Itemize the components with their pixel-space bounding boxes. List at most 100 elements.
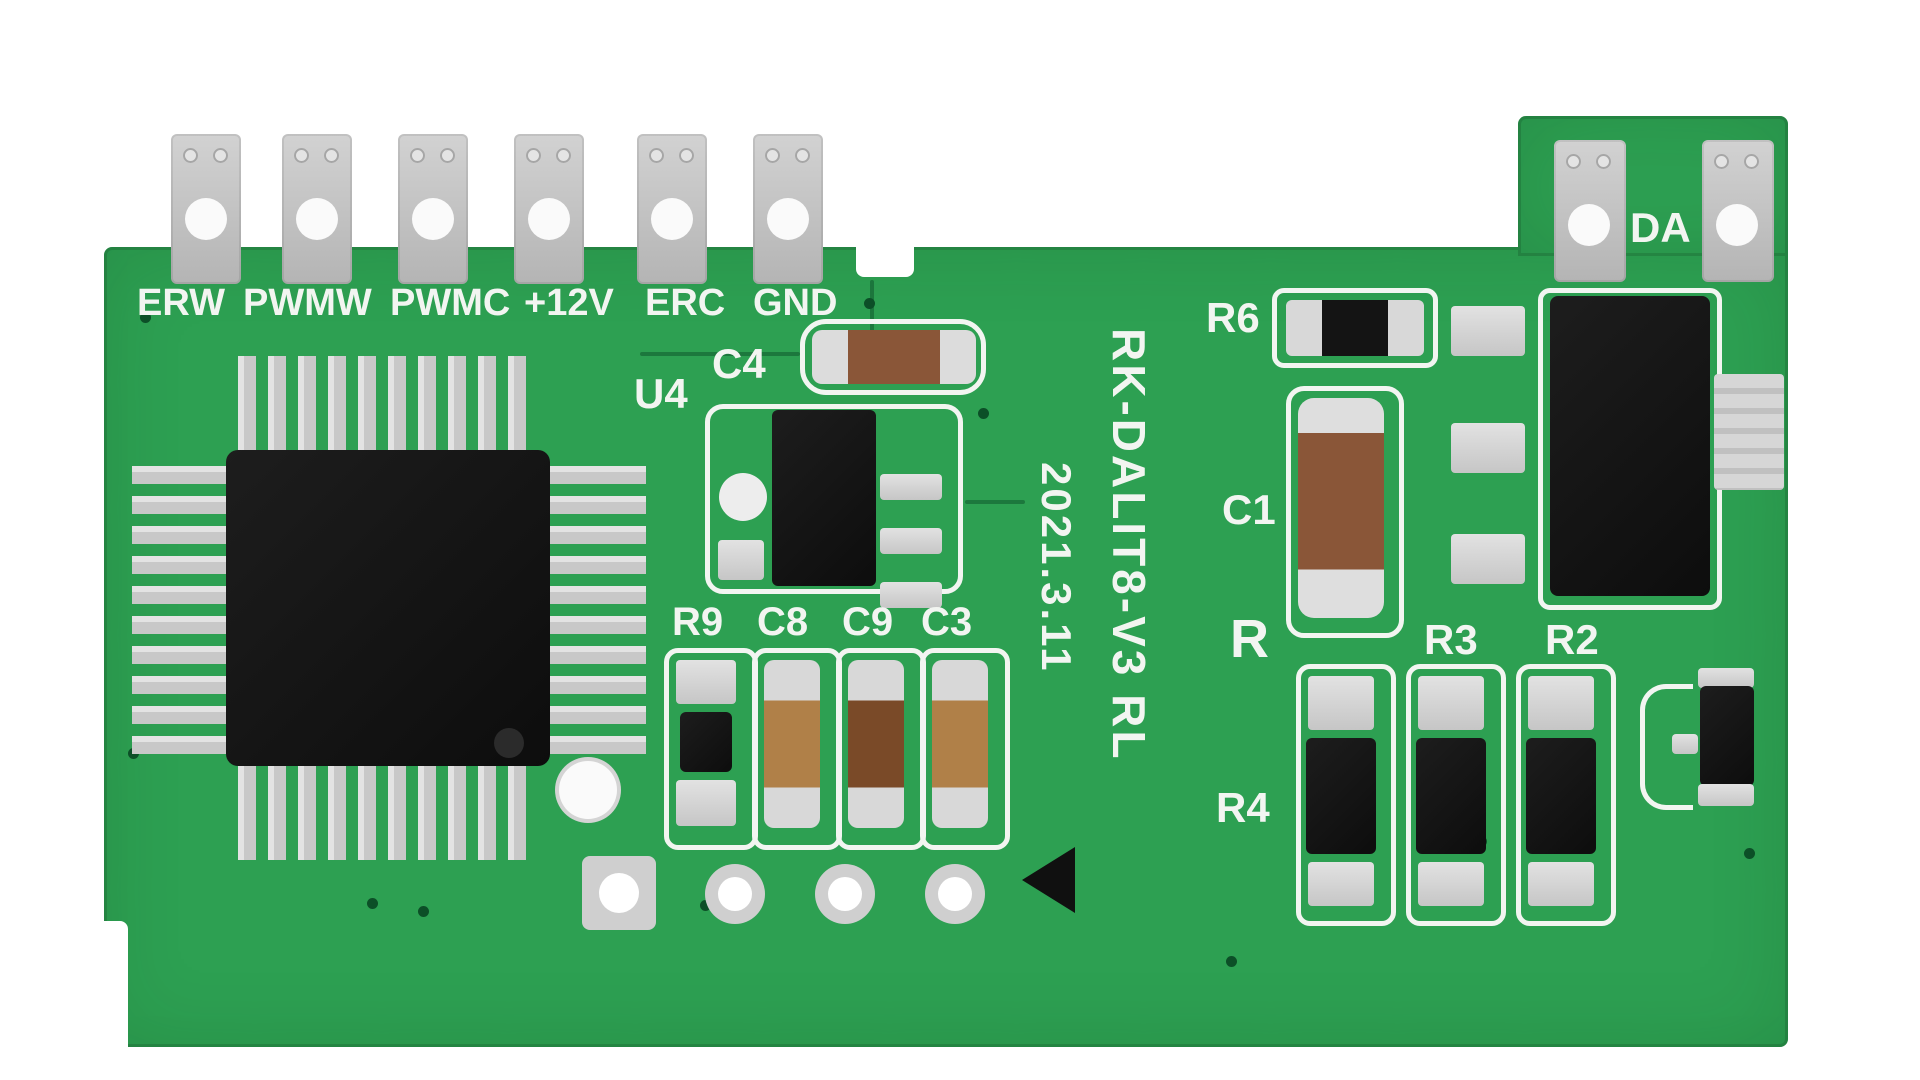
plated-hole — [925, 864, 985, 924]
terminal-wire-hole — [296, 198, 338, 240]
terminal-screw-hole — [526, 148, 541, 163]
plated-hole-center — [938, 877, 972, 911]
terminal-tab-erc — [637, 134, 707, 284]
r9-pad-top — [676, 660, 736, 704]
square-pad-hole — [599, 873, 639, 913]
r9-pad-bottom — [676, 780, 736, 826]
resistor-pack-2-pad-bottom — [1418, 862, 1484, 906]
ic-pad-left-1 — [1451, 306, 1525, 356]
terminal-screw-hole — [1566, 154, 1581, 169]
silk-label-c3: C3 — [921, 600, 973, 644]
resistor-pack-2-body — [1416, 738, 1486, 854]
silk-label-r6: R6 — [1206, 294, 1260, 341]
copper-trace — [640, 352, 800, 356]
terminal-screw-hole — [679, 148, 694, 163]
terminal-screw-hole — [294, 148, 309, 163]
mounting-hole — [559, 761, 617, 819]
c8-capacitor — [764, 660, 820, 828]
terminal-screw-hole — [1596, 154, 1611, 169]
via-hole — [140, 312, 151, 323]
resistor-pack-3-body — [1526, 738, 1596, 854]
terminal-label-pwmc: PWMC — [390, 282, 511, 324]
terminal-screw-hole — [440, 148, 455, 163]
c3-silkscreen-outline — [920, 648, 1010, 850]
via-hole — [1226, 956, 1237, 967]
resistor-pack-3-pad-bottom — [1528, 862, 1594, 906]
terminal-screw-hole — [556, 148, 571, 163]
r6-silkscreen-outline — [1272, 288, 1438, 368]
resistor-pack-2-pad-top — [1418, 676, 1484, 730]
small-component-pad-bottom — [1698, 784, 1754, 806]
resistor-pack-3-pad-top — [1528, 676, 1594, 730]
u4-chip-body — [772, 410, 876, 586]
silk-label-r4: R4 — [1216, 784, 1270, 831]
via-hole — [367, 898, 378, 909]
u4-pad-right-2 — [880, 528, 942, 554]
c3-capacitor — [932, 660, 988, 828]
qfp-pins-left — [132, 466, 228, 764]
terminal-wire-hole — [1716, 204, 1758, 246]
terminal-screw-hole — [183, 148, 198, 163]
terminal-label-erw: ERW — [137, 282, 225, 324]
terminal-tab-erw — [171, 134, 241, 284]
silk-label-c1: C1 — [1222, 486, 1276, 533]
qfp-pin1-dot — [494, 728, 524, 758]
terminal-label-12v: +12V — [524, 282, 614, 324]
c4-silkscreen-outline — [800, 319, 986, 395]
terminal-wire-hole — [767, 198, 809, 240]
terminal-tab-gnd — [753, 134, 823, 284]
via-hole — [1744, 848, 1755, 859]
u4-pad-right-1 — [880, 474, 942, 500]
terminal-screw-hole — [1714, 154, 1729, 169]
plated-hole — [815, 864, 875, 924]
u4-silkscreen-outline — [705, 404, 963, 594]
terminal-wire-hole — [528, 198, 570, 240]
silk-date-vertical: 2021.3.11 — [1033, 462, 1080, 674]
terminal-wire-hole — [1568, 204, 1610, 246]
terminal-screw-hole — [213, 148, 228, 163]
plated-hole-center — [828, 877, 862, 911]
resistor-pack-3-outline — [1516, 664, 1616, 926]
plated-hole-center — [718, 877, 752, 911]
silk-label-c8: C8 — [757, 600, 809, 644]
small-component-solder-blob — [1672, 734, 1698, 754]
terminal-tab-da-1 — [1554, 140, 1626, 282]
power-ic-heatsink-tab — [1714, 374, 1784, 490]
terminal-tab-pwmc — [398, 134, 468, 284]
terminal-tab-da-2 — [1702, 140, 1774, 282]
qfp-pins-right — [550, 466, 646, 764]
terminal-wire-hole — [412, 198, 454, 240]
small-component-pad-top — [1698, 668, 1754, 688]
square-pad — [582, 856, 656, 930]
small-component-bracket — [1640, 684, 1693, 810]
terminal-wire-hole — [185, 198, 227, 240]
c1-capacitor — [1298, 398, 1384, 618]
via-hole — [978, 408, 989, 419]
board-edge-step-bottom-left — [104, 921, 128, 1051]
c4-capacitor — [812, 330, 976, 384]
resistor-pack-1-body — [1306, 738, 1376, 854]
board-edge-notch-top — [856, 247, 914, 277]
resistor-pack-2-outline — [1406, 664, 1506, 926]
terminal-label-gnd: GND — [753, 282, 838, 324]
silk-label-r2: R2 — [1545, 616, 1599, 663]
qfp-chip-body — [226, 450, 550, 766]
terminal-screw-hole — [795, 148, 810, 163]
c1-silkscreen-outline — [1286, 386, 1404, 638]
terminal-tab-pwmw — [282, 134, 352, 284]
u4-pad-right-3 — [880, 582, 942, 608]
qfp-pins-bottom — [238, 764, 538, 860]
power-ic-body — [1550, 296, 1710, 596]
r6-resistor — [1286, 300, 1424, 356]
u4-round-pad — [719, 473, 767, 521]
terminal-label-erc: ERC — [645, 282, 726, 324]
terminal-wire-hole — [651, 198, 693, 240]
terminal-screw-hole — [410, 148, 425, 163]
copper-trace — [965, 500, 1025, 504]
via-hole — [700, 900, 711, 911]
small-component-body — [1700, 686, 1754, 786]
terminal-label-pwmw: PWMW — [243, 282, 372, 324]
silk-model-vertical: RK-DALIT8-V3 RL — [1103, 328, 1155, 762]
arrow-marker — [1022, 847, 1075, 913]
